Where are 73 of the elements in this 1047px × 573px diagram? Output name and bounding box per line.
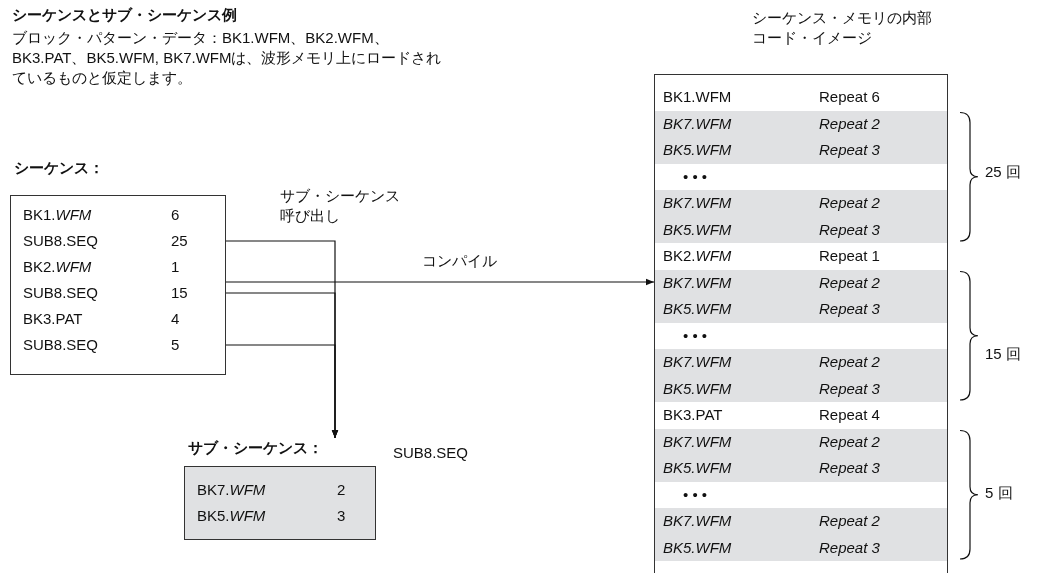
file-name: BK7.WFM <box>663 432 732 451</box>
repeat-value: 3 <box>337 507 346 525</box>
repeat-value: Repeat 3 <box>819 220 880 239</box>
repeat-value: Repeat 3 <box>819 300 880 319</box>
file-name: BK5.WFM <box>663 379 732 398</box>
file-name: SUB8.SEQ <box>23 336 99 354</box>
repeat-value: 2 <box>337 481 346 499</box>
file-name: BK7.WFM <box>663 194 732 213</box>
repeat-value: Repeat 3 <box>819 459 880 478</box>
arrow <box>224 344 339 439</box>
repeat-value: 15 <box>171 284 188 302</box>
repeat-count-label: 5 回 <box>985 483 1013 503</box>
repeat-value: Repeat 3 <box>819 141 880 160</box>
shaded-row <box>655 190 947 217</box>
file-name: BK7.WFM <box>663 273 732 292</box>
table-heading: サブ・シーケンス： <box>188 438 323 458</box>
file-name: BK5.WFM <box>663 300 732 319</box>
file-name: BK5.WFM <box>663 538 732 557</box>
description-text: ブロック・パターン・データ：BK1.WFM、BK2.WFM、BK3.PAT、BK5.WFM, BK7.WFMは、波形メモリ上にロードされているものと仮定します。 <box>12 28 443 88</box>
file-name: BK5.WFM <box>663 141 732 160</box>
table-heading: シーケンス・メモリの内部コード・イメージ <box>752 8 933 48</box>
shaded-row <box>655 375 947 402</box>
file-name: BK5.WFM <box>197 507 266 525</box>
file-name: SUB8.SEQ <box>23 232 99 250</box>
repeat-value: Repeat 2 <box>819 114 880 133</box>
repeat-count-label: 15 回 <box>985 344 1021 364</box>
shaded-row <box>655 428 947 455</box>
file-name: BK3.PAT <box>23 310 83 328</box>
ellipsis: • • • <box>683 485 708 504</box>
repeat-value: 1 <box>171 258 180 276</box>
repeat-value: 5 <box>171 336 180 354</box>
connector-note: サブ・シーケンス呼び出し <box>280 186 401 226</box>
shaded-row <box>655 269 947 296</box>
repeat-value: Repeat 3 <box>819 379 880 398</box>
repeat-value: Repeat 4 <box>819 406 880 425</box>
shaded-row <box>655 534 947 561</box>
file-name: BK1.WFM <box>663 88 732 107</box>
repeat-value: Repeat 1 <box>819 247 880 266</box>
repeat-value: Repeat 6 <box>819 88 880 107</box>
shaded-row <box>655 296 947 323</box>
arrow <box>225 278 655 286</box>
shaded-row <box>655 508 947 535</box>
repeat-value: 6 <box>171 206 180 224</box>
shaded-row <box>655 455 947 482</box>
shaded-row <box>655 349 947 376</box>
file-name: SUB8.SEQ <box>23 284 99 302</box>
file-name: BK5.WFM <box>663 220 732 239</box>
file-name: BK7.WFM <box>663 114 732 133</box>
file-name: BK2.WFM <box>663 247 732 266</box>
shaded-row <box>655 216 947 243</box>
repeat-value: Repeat 2 <box>819 512 880 531</box>
repeat-value: 4 <box>171 310 180 328</box>
subsequence-name: SUB8.SEQ <box>393 444 469 461</box>
repeat-value: Repeat 2 <box>819 353 880 372</box>
ellipsis: • • • <box>683 326 708 345</box>
repeat-value: Repeat 2 <box>819 432 880 451</box>
file-name: BK1.WFM <box>23 206 92 224</box>
repeat-value: Repeat 2 <box>819 273 880 292</box>
table-heading: シーケンス： <box>14 158 104 178</box>
repeat-value: Repeat 2 <box>819 194 880 213</box>
file-name: BK3.PAT <box>663 406 723 425</box>
file-name: BK5.WFM <box>663 459 732 478</box>
file-name: BK2.WFM <box>23 258 92 276</box>
file-name: BK7.WFM <box>663 512 732 531</box>
file-name: BK7.WFM <box>663 353 732 372</box>
shaded-row <box>655 137 947 164</box>
repeat-value: 25 <box>171 232 188 250</box>
shaded-row <box>655 110 947 137</box>
ellipsis: • • • <box>683 167 708 186</box>
repeat-count-label: 25 回 <box>985 162 1021 182</box>
repeat-value: Repeat 3 <box>819 538 880 557</box>
diagram-title: シーケンスとサブ・シーケンス例 <box>12 6 237 25</box>
file-name: BK7.WFM <box>197 481 266 499</box>
